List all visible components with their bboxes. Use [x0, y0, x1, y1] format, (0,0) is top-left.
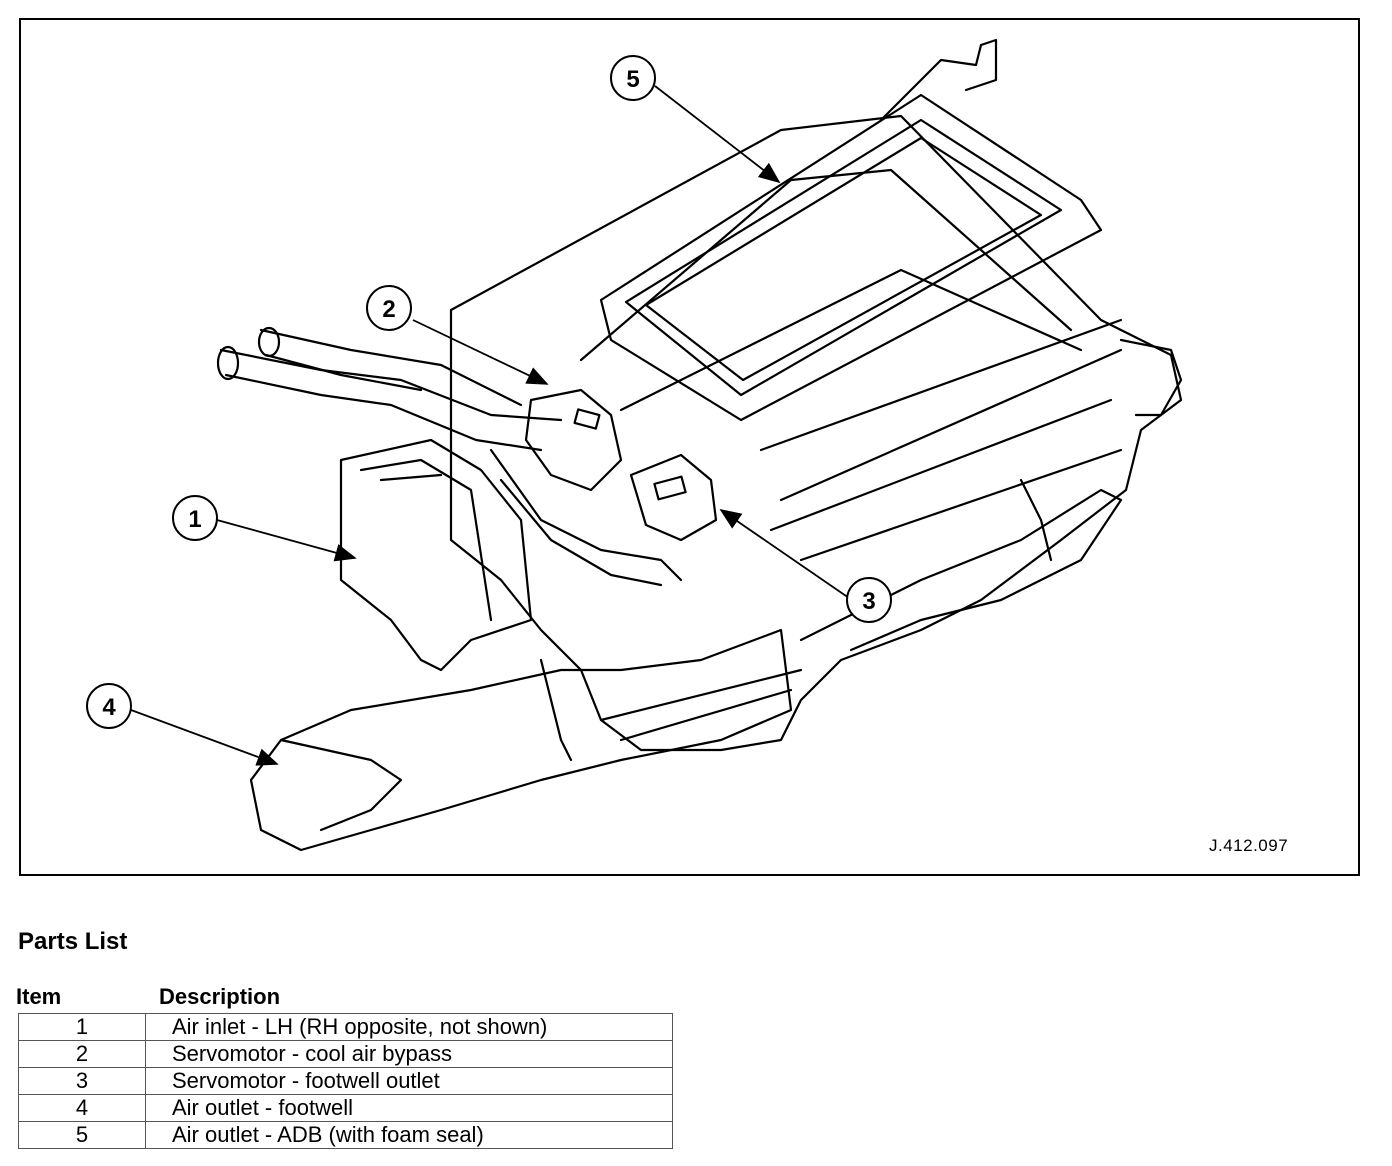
svg-text:2: 2 — [382, 296, 395, 323]
heater-assembly-drawing: 1 2 3 4 5 — [86, 38, 1183, 852]
table-row: 2 Servomotor - cool air bypass — [18, 1040, 673, 1068]
item-number: 4 — [18, 1094, 146, 1122]
servomotor-3 — [629, 453, 718, 542]
leader-5 — [654, 85, 781, 184]
callout-circles: 1 2 3 4 5 — [86, 55, 892, 729]
leader-3 — [719, 508, 850, 599]
svg-text:5: 5 — [626, 66, 639, 93]
item-description: Air outlet - ADB (with foam seal) — [145, 1121, 673, 1149]
parts-list-title: Parts List — [18, 928, 128, 955]
air-inlet-box — [339, 438, 533, 672]
leader-4 — [130, 709, 279, 766]
item-number: 1 — [18, 1013, 146, 1041]
figure-id: J.412.097 — [1209, 836, 1289, 855]
svg-text:1: 1 — [188, 506, 201, 533]
callout-3: 3 — [846, 577, 892, 623]
table-row: 5 Air outlet - ADB (with foam seal) — [18, 1121, 673, 1149]
item-number: 5 — [18, 1121, 146, 1149]
svg-text:4: 4 — [102, 694, 116, 721]
housing-outline — [449, 114, 1183, 752]
callout-5: 5 — [610, 55, 656, 101]
leader-lines — [130, 85, 850, 766]
item-description: Servomotor - cool air bypass — [145, 1040, 673, 1068]
item-description: Air outlet - footwell — [145, 1094, 673, 1122]
heater-pipe — [219, 348, 563, 422]
callout-1: 1 — [172, 495, 218, 541]
callout-2: 2 — [366, 285, 412, 331]
item-header: Item — [16, 984, 62, 1009]
servomotor-2 — [524, 388, 623, 492]
item-description: Servomotor - footwell outlet — [145, 1067, 673, 1095]
table-row: 3 Servomotor - footwell outlet — [18, 1067, 673, 1095]
table-row: 4 Air outlet - footwell — [18, 1094, 673, 1122]
item-description: Air inlet - LH (RH opposite, not shown) — [145, 1013, 673, 1041]
item-number: 3 — [18, 1067, 146, 1095]
table-row: 1 Air inlet - LH (RH opposite, not shown… — [18, 1013, 673, 1041]
leader-2 — [412, 319, 549, 385]
leader-1 — [216, 519, 357, 562]
svg-text:3: 3 — [862, 588, 875, 615]
diagram-figure: 1 2 3 4 5 J.412.097 — [19, 18, 1360, 876]
parts-table: 1 Air inlet - LH (RH opposite, not shown… — [18, 1013, 673, 1149]
callout-4: 4 — [86, 683, 132, 729]
item-number: 2 — [18, 1040, 146, 1068]
footwell-duct — [249, 628, 793, 852]
description-header: Description — [159, 984, 281, 1009]
adb-outlet-frame — [599, 93, 1103, 422]
